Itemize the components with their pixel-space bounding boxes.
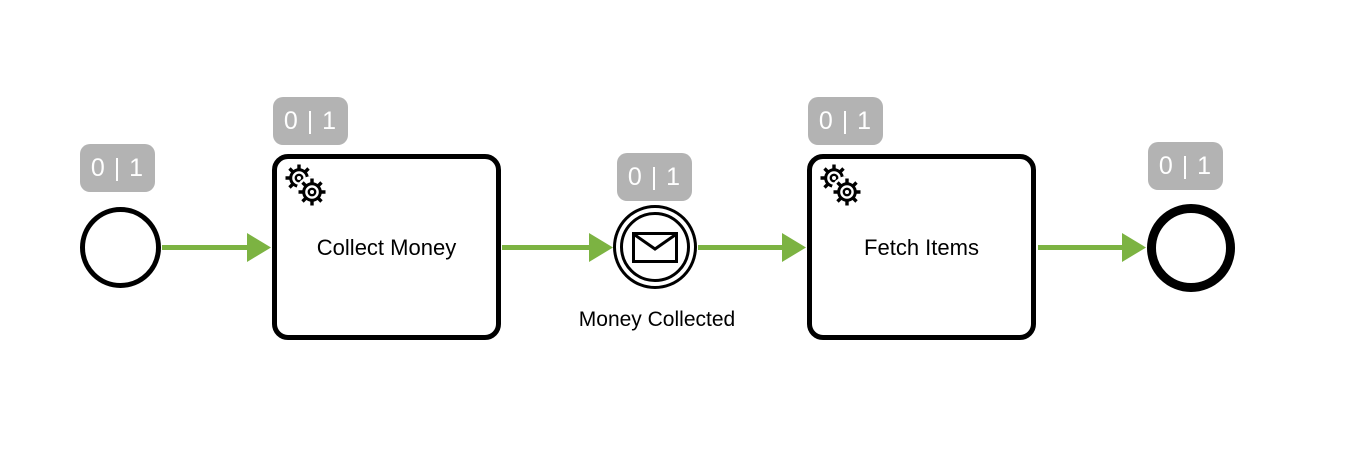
token-count-badge-start: 0 | 1 — [80, 144, 155, 192]
service-gears-icon — [283, 163, 328, 208]
task-label: Fetch Items — [864, 235, 979, 260]
end-event[interactable] — [1147, 204, 1235, 292]
sequence-flow-collect-to-message[interactable] — [502, 233, 613, 262]
message-envelope-icon — [632, 231, 678, 263]
task-label: Collect Money — [316, 235, 457, 260]
token-count-badge-money-collected: 0 | 1 — [617, 153, 692, 201]
task-fetch-items[interactable]: Fetch Items — [807, 154, 1036, 340]
token-count-badge-collect-money: 0 | 1 — [273, 97, 348, 145]
sequence-flow-message-to-fetch[interactable] — [698, 233, 806, 262]
token-count-badge-fetch-items: 0 | 1 — [808, 97, 883, 145]
task-collect-money[interactable]: Collect Money — [272, 154, 501, 340]
start-event[interactable] — [80, 207, 161, 288]
event-label-money-collected: Money Collected — [578, 308, 736, 331]
sequence-flow-start-to-collect[interactable] — [162, 233, 271, 262]
service-gears-icon — [818, 163, 863, 208]
message-catch-event-inner-ring — [620, 212, 690, 282]
sequence-flow-fetch-to-end[interactable] — [1038, 233, 1146, 262]
token-count-badge-end: 0 | 1 — [1148, 142, 1223, 190]
message-catch-event[interactable] — [613, 205, 697, 289]
